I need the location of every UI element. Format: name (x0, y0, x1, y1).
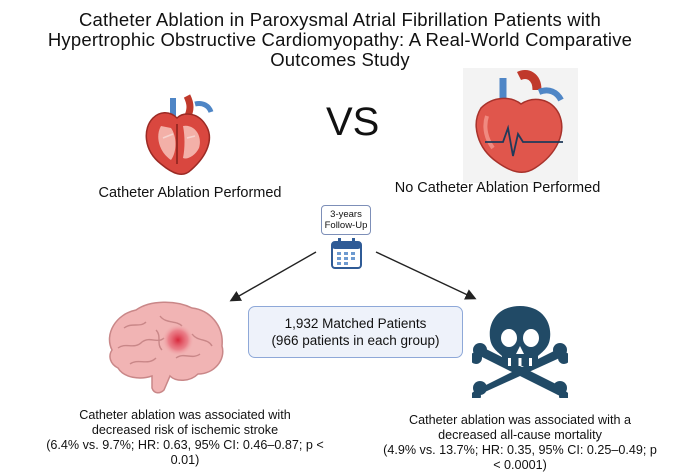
outcome-right-line-1: Catheter ablation was associated with a (409, 413, 631, 427)
patients-line-2: (966 patients in each group) (271, 333, 440, 348)
outcome-left-line-3: (6.4% vs. 9.7%; HR: 0.63, 95% CI: 0.46–0… (46, 438, 324, 452)
outcome-left-line-4: 0.01) (170, 453, 200, 467)
title-line-1: Catheter Ablation in Paroxysmal Atrial F… (79, 9, 601, 30)
arrow-left (229, 251, 317, 302)
outcome-right-line-3: (4.9% vs. 13.7%; HR: 0.35, 95% CI: 0.25–… (383, 443, 657, 457)
outcome-right-line-4: < 0.0001) (493, 458, 547, 472)
followup-line-1: 3-years (330, 209, 362, 220)
right-arm-label: No Catheter Ablation Performed (394, 180, 601, 196)
heart-cross-section-icon (145, 94, 214, 175)
page-title: Catheter Ablation in Paroxysmal Atrial F… (10, 10, 670, 70)
matched-patients-box: 1,932 Matched Patients (966 patients in … (248, 306, 463, 358)
left-arm-label: Catheter Ablation Performed (98, 185, 282, 201)
followup-label: 3-years Follow-Up (321, 205, 371, 235)
heart-ecg-icon (463, 68, 578, 183)
calendar-icon (331, 238, 362, 269)
outcome-left-line-2: decreased risk of ischemic stroke (91, 423, 279, 437)
vs-label: VS (326, 100, 380, 144)
outcome-right-line-2: decreased all-cause mortality (438, 428, 602, 442)
arrow-right (375, 251, 477, 300)
outcome-left-line-1: Catheter ablation was associated with (79, 408, 291, 422)
title-line-2: Hypertrophic Obstructive Cardiomyopathy:… (47, 29, 633, 50)
title-line-3: Outcomes Study (270, 49, 410, 70)
followup-line-2: Follow-Up (324, 220, 368, 231)
skull-crossbones-icon (472, 306, 568, 398)
patients-line-1: 1,932 Matched Patients (284, 316, 427, 331)
brain-icon (108, 301, 224, 394)
outcome-right: Catheter ablation was associated with a … (365, 413, 675, 473)
outcome-left: Catheter ablation was associated with de… (20, 408, 350, 468)
